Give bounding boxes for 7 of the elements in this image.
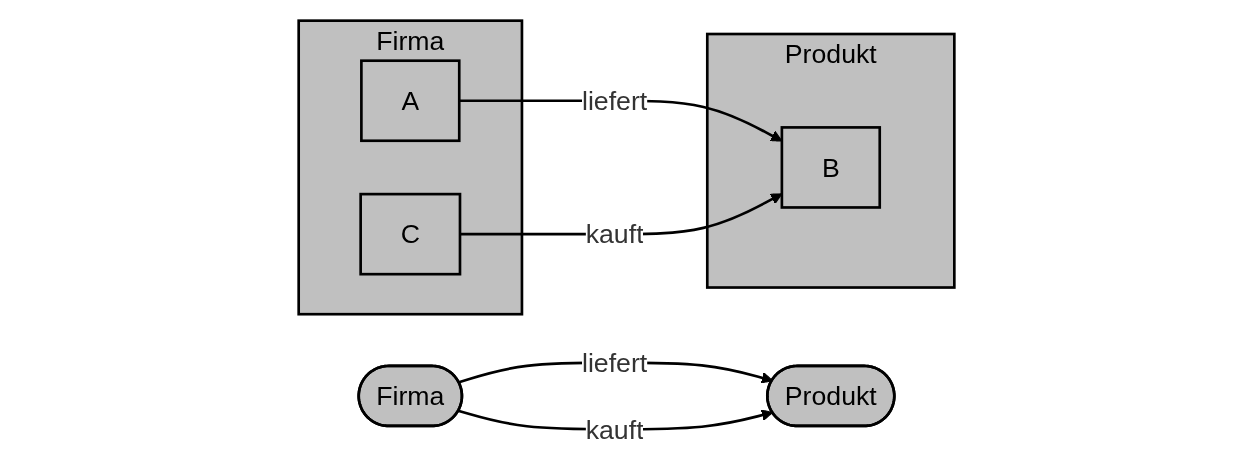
node-box: C — [359, 192, 462, 276]
node-box: B — [781, 126, 882, 209]
edge-label: kauft — [586, 219, 645, 249]
edge-label: kauft — [586, 414, 645, 444]
node-box: A — [360, 59, 462, 143]
edge-label: liefert — [582, 86, 648, 116]
edge-label: liefert — [582, 347, 648, 378]
